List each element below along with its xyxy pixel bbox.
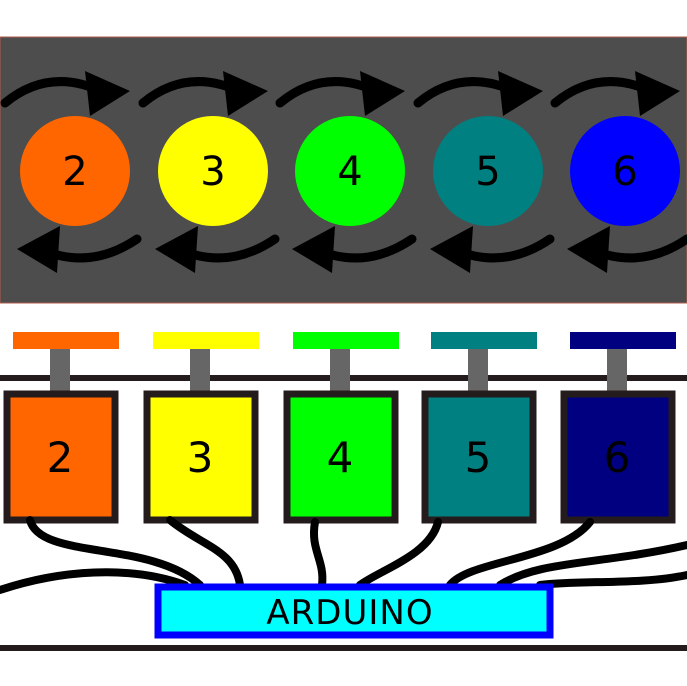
wire-bundle bbox=[0, 516, 687, 594]
spinner-disc bbox=[570, 116, 680, 226]
spinner-4: 4 bbox=[275, 71, 417, 273]
rotate-arrowhead-top-icon bbox=[498, 71, 543, 116]
connector-stem bbox=[607, 349, 627, 391]
rotate-arrowhead-bottom-icon bbox=[567, 226, 610, 273]
wire-2 bbox=[166, 516, 244, 589]
spinner-label: 5 bbox=[475, 149, 500, 195]
module-label: 4 bbox=[327, 433, 354, 482]
module-label: 3 bbox=[187, 433, 214, 482]
wire-8 bbox=[536, 571, 687, 589]
wire-1 bbox=[26, 516, 204, 589]
spinner-label: 4 bbox=[337, 149, 362, 195]
spinner-disc bbox=[295, 116, 405, 226]
indicator-bar bbox=[431, 332, 537, 349]
indicator-bar bbox=[153, 332, 259, 349]
module-2: 2 bbox=[3, 332, 119, 524]
wire-5 bbox=[446, 518, 594, 589]
rotate-arrowhead-top-icon bbox=[635, 71, 680, 116]
wire-7 bbox=[496, 541, 687, 589]
spinner-5: 5 bbox=[413, 71, 555, 273]
spinner-label: 3 bbox=[200, 149, 225, 195]
rotate-arrowhead-bottom-icon bbox=[292, 226, 335, 273]
spinner-label: 2 bbox=[62, 149, 87, 195]
indicator-bar bbox=[13, 332, 119, 349]
spinner-label: 6 bbox=[612, 149, 637, 195]
spinner-6: 6 bbox=[550, 71, 687, 273]
wire-3 bbox=[310, 518, 327, 589]
module-box bbox=[560, 390, 676, 524]
module-label: 6 bbox=[604, 433, 631, 482]
module-label: 5 bbox=[465, 433, 492, 482]
connector-stem bbox=[468, 349, 488, 391]
rotate-arrowhead-bottom-icon bbox=[17, 226, 60, 273]
spinner-2: 2 bbox=[0, 71, 142, 273]
module-6: 6 bbox=[560, 332, 676, 524]
arduino-board: ARDUINO bbox=[154, 583, 554, 639]
module-box bbox=[421, 390, 537, 524]
module-3: 3 bbox=[143, 332, 259, 524]
rotate-arrowhead-bottom-icon bbox=[430, 226, 473, 273]
module-4: 4 bbox=[283, 332, 399, 524]
spinner-3: 3 bbox=[138, 71, 280, 273]
rotate-arrowhead-top-icon bbox=[85, 71, 130, 116]
connector-stem bbox=[330, 349, 350, 391]
rotate-arrowhead-top-icon bbox=[223, 71, 268, 116]
spinner-disc bbox=[433, 116, 543, 226]
indicator-bar bbox=[293, 332, 399, 349]
rotate-arrowhead-bottom-icon bbox=[155, 226, 198, 273]
rotate-arrowhead-top-icon bbox=[360, 71, 405, 116]
connector-stem bbox=[50, 349, 70, 391]
module-box bbox=[3, 390, 119, 524]
connector-stem bbox=[190, 349, 210, 391]
wire-4 bbox=[356, 518, 442, 589]
arduino-body bbox=[154, 583, 554, 639]
module-box bbox=[283, 390, 399, 524]
module-box bbox=[143, 390, 259, 524]
wire-6 bbox=[0, 568, 189, 594]
module-row: 2 3 4 5 6 bbox=[3, 332, 676, 524]
spinner-disc bbox=[20, 116, 130, 226]
indicator-bar bbox=[570, 332, 676, 349]
module-label: 2 bbox=[47, 433, 74, 482]
spinner-row: 2 3 4 5 6 bbox=[0, 71, 687, 273]
arduino-label: ARDUINO bbox=[266, 593, 433, 633]
module-5: 5 bbox=[421, 332, 537, 524]
spinner-disc bbox=[158, 116, 268, 226]
